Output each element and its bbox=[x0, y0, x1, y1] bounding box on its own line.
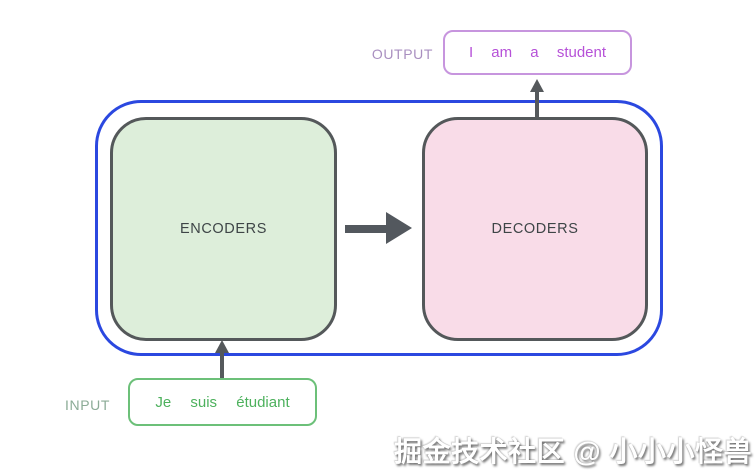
encoder-to-decoder-arrow bbox=[345, 212, 412, 245]
output-sentence: I am a student bbox=[468, 44, 607, 61]
output-label: OUTPUT bbox=[371, 46, 433, 62]
input-to-encoder-arrow bbox=[215, 340, 229, 378]
arrow-up-head-icon bbox=[530, 79, 544, 92]
decoders-label: DECODERS bbox=[491, 221, 579, 237]
input-label: INPUT bbox=[65, 397, 110, 413]
arrow-shaft bbox=[220, 353, 224, 378]
output-sentence-box: I am a student bbox=[443, 30, 632, 75]
arrow-shaft bbox=[535, 92, 539, 118]
input-sentence: Je suis étudiant bbox=[155, 393, 290, 411]
watermark: 掘金技术社区 @ 小小小怪兽 bbox=[394, 436, 752, 467]
arrow-shaft bbox=[345, 224, 389, 233]
input-sentence-box: Je suis étudiant bbox=[128, 378, 317, 426]
arrow-up-head-icon bbox=[215, 340, 229, 353]
decoders-block: DECODERS bbox=[422, 117, 648, 341]
transformer-container-outline bbox=[95, 100, 663, 356]
encoders-block: ENCODERS bbox=[110, 117, 337, 341]
encoders-label: ENCODERS bbox=[180, 221, 267, 237]
arrow-right-head-icon bbox=[386, 212, 412, 244]
decoder-to-output-arrow bbox=[530, 79, 544, 118]
